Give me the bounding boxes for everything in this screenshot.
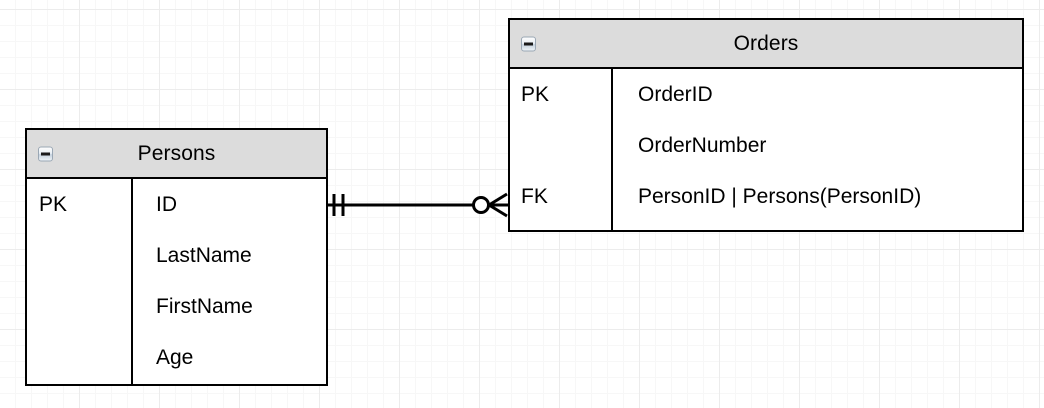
entity-persons-header: Persons	[27, 130, 326, 179]
collapse-minus-icon[interactable]	[521, 36, 536, 51]
collapse-minus-icon[interactable]	[38, 146, 53, 161]
circle-crowsfoot-icon	[472, 192, 508, 218]
entity-orders-title: Orders	[733, 32, 799, 55]
row-name: FirstName	[156, 294, 253, 318]
row-name: OrderID	[638, 82, 713, 106]
row-name: Age	[156, 345, 194, 369]
entity-persons[interactable]: Persons PK ID LastName FirstName	[25, 128, 328, 386]
row-name: OrderNumber	[638, 133, 767, 157]
entity-orders-header: Orders	[510, 20, 1022, 69]
row-key: PK	[39, 192, 68, 216]
table-row[interactable]: Age	[27, 332, 326, 383]
entity-persons-key-column	[27, 179, 133, 384]
entity-orders-rows: PK OrderID OrderNumber FK PersonID | Per…	[510, 69, 1022, 230]
table-row[interactable]: FirstName	[27, 281, 326, 332]
row-key: FK	[521, 184, 548, 208]
entity-persons-rows: PK ID LastName FirstName Age	[27, 179, 326, 384]
entity-orders-key-column	[510, 69, 613, 230]
row-name: PersonID | Persons(PersonID)	[638, 184, 922, 208]
table-row[interactable]: PK ID	[27, 179, 326, 230]
table-row[interactable]: LastName	[27, 230, 326, 281]
entity-persons-title: Persons	[137, 142, 216, 165]
table-row[interactable]: OrderNumber	[510, 120, 1022, 171]
double-tick-icon	[332, 194, 345, 216]
row-name: LastName	[156, 243, 252, 267]
row-name: ID	[156, 192, 177, 216]
table-row[interactable]: FK PersonID | Persons(PersonID)	[510, 171, 1022, 222]
row-key: PK	[521, 82, 550, 106]
entity-orders[interactable]: Orders PK OrderID OrderNumber FK PersonI…	[508, 18, 1024, 232]
entity-persons-body: PK ID LastName FirstName Age	[27, 179, 326, 384]
entity-orders-body: PK OrderID OrderNumber FK PersonID | Per…	[510, 69, 1022, 230]
table-row[interactable]: PK OrderID	[510, 69, 1022, 120]
